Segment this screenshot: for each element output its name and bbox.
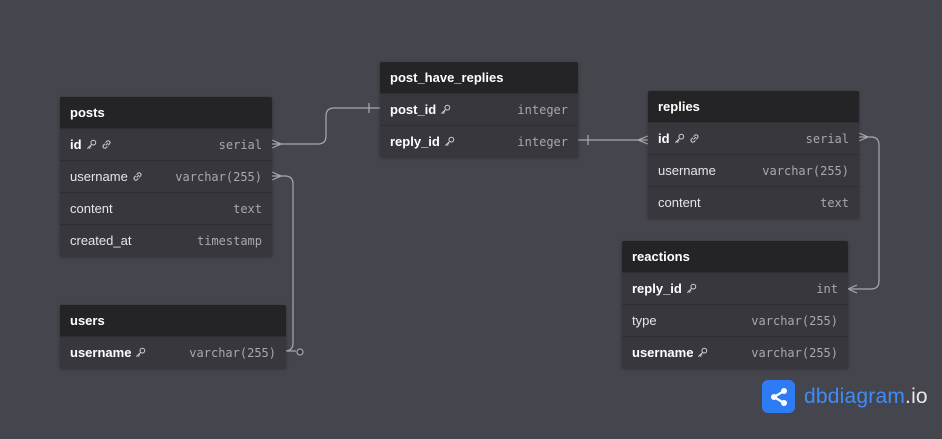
field-row[interactable]: username varchar(255)	[60, 336, 286, 368]
field-type: integer	[517, 134, 568, 149]
field-name: id	[70, 129, 112, 161]
table-header[interactable]: users	[60, 305, 286, 336]
brand-wordmark: dbdiagram.io	[804, 385, 928, 409]
field-name: username	[70, 337, 146, 369]
field-row[interactable]: id serial	[60, 128, 272, 160]
field-name-text: id	[70, 136, 82, 152]
key-icon	[444, 136, 455, 147]
key-icon	[697, 347, 708, 358]
field-name-text: reply_id	[632, 280, 682, 296]
field-type: varchar(255)	[751, 345, 838, 360]
field-name-text: reply_id	[390, 133, 440, 149]
field-type: varchar(255)	[762, 163, 849, 178]
field-row[interactable]: post_id integer	[380, 93, 578, 125]
zero-marker	[296, 348, 304, 356]
field-name: reply_id	[390, 126, 455, 158]
field-type: varchar(255)	[175, 169, 262, 184]
table-header[interactable]: posts	[60, 97, 272, 128]
table-header[interactable]: replies	[648, 91, 859, 122]
link-icon	[101, 139, 112, 150]
field-name-text: created_at	[70, 232, 132, 248]
field-name: content	[70, 193, 113, 225]
field-name: username	[658, 155, 716, 187]
link-icon	[689, 133, 700, 144]
field-name-text: username	[658, 162, 716, 178]
table-posts[interactable]: posts id serial username varchar(255) content…	[60, 97, 272, 256]
share-nodes-icon	[762, 380, 795, 413]
field-type: text	[820, 195, 849, 210]
field-name-text: username	[70, 344, 132, 360]
field-row[interactable]: created_at timestamp	[60, 224, 272, 256]
field-name: type	[632, 305, 657, 337]
table-header[interactable]: reactions	[622, 241, 848, 272]
field-row[interactable]: content text	[60, 192, 272, 224]
key-icon	[86, 139, 97, 150]
field-type: int	[816, 281, 838, 296]
field-type: serial	[805, 131, 849, 146]
crow-foot-many-marker	[846, 284, 858, 294]
brand-name: dbdiagram	[804, 384, 906, 408]
crow-foot-many-marker	[271, 171, 283, 181]
key-icon	[440, 104, 451, 115]
field-type: text	[233, 201, 262, 216]
field-name-text: username	[632, 344, 694, 360]
table-header[interactable]: post_have_replies	[380, 62, 578, 93]
field-row[interactable]: reply_id integer	[380, 125, 578, 157]
table-users[interactable]: users username varchar(255)	[60, 305, 286, 368]
field-name-text: type	[632, 312, 657, 328]
field-row[interactable]: reply_id int	[622, 272, 848, 304]
crow-foot-many-marker	[271, 139, 283, 149]
field-type: serial	[218, 137, 262, 152]
field-name-text: id	[658, 130, 670, 146]
key-icon	[674, 133, 685, 144]
crow-foot-many-marker	[858, 132, 870, 142]
field-row[interactable]: id serial	[648, 122, 859, 154]
field-row[interactable]: username varchar(255)	[648, 154, 859, 186]
field-row[interactable]: username varchar(255)	[60, 160, 272, 192]
field-name-text: username	[70, 168, 128, 184]
field-name-text: content	[658, 194, 701, 210]
field-name: username	[70, 161, 143, 193]
field-row[interactable]: type varchar(255)	[622, 304, 848, 336]
field-type: timestamp	[196, 233, 262, 248]
field-type: varchar(255)	[189, 345, 276, 360]
crow-foot-many-marker	[636, 135, 649, 145]
table-replies[interactable]: replies id serial username varchar(255) conte…	[648, 91, 859, 218]
field-name: post_id	[390, 94, 451, 126]
field-name-text: post_id	[390, 101, 437, 117]
key-icon	[686, 283, 697, 294]
field-name: content	[658, 187, 701, 219]
field-type: integer	[517, 102, 568, 117]
link-icon	[132, 171, 143, 182]
relationship-posts-id-to-post-have-replies-post-id	[272, 107, 380, 145]
field-name: username	[632, 337, 708, 369]
brand-logo[interactable]: dbdiagram.io	[762, 380, 928, 413]
field-type: varchar(255)	[751, 313, 838, 328]
field-name: id	[658, 123, 700, 155]
field-row[interactable]: username varchar(255)	[622, 336, 848, 368]
field-row[interactable]: content text	[648, 186, 859, 218]
field-name-text: content	[70, 200, 113, 216]
brand-suffix: .io	[905, 384, 928, 408]
field-name: reply_id	[632, 273, 697, 305]
key-icon	[135, 347, 146, 358]
field-name: created_at	[70, 225, 131, 257]
